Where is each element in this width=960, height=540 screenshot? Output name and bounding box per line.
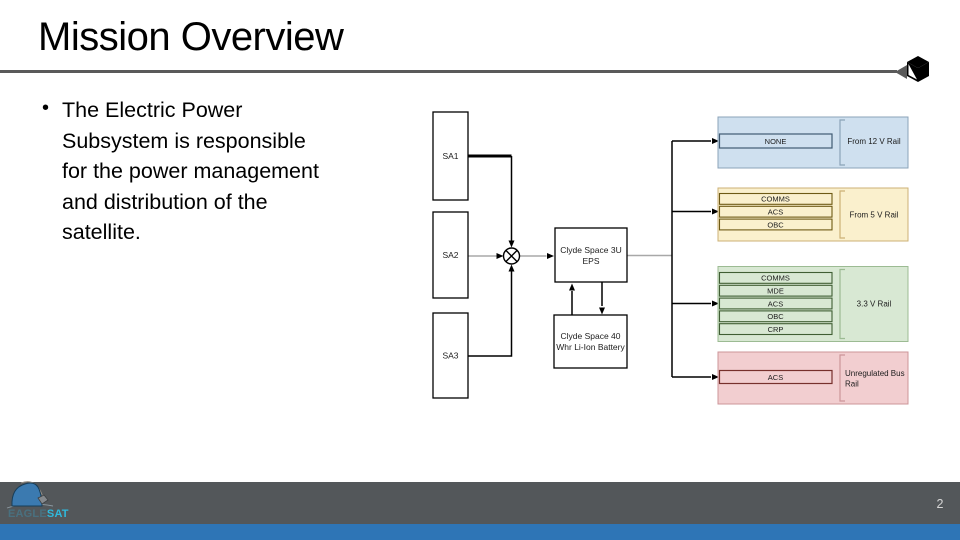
- battery-unit: Clyde Space 40 Whr Li-Ion Battery: [553, 314, 628, 369]
- logo-text-sat: SAT: [46, 508, 69, 520]
- rail-3v3-label: 3.3 V Rail: [857, 300, 892, 309]
- rail-12v-label: From 12 V Rail: [847, 137, 901, 146]
- sa3-box: [432, 312, 469, 399]
- bullet-glyph: •: [42, 97, 50, 119]
- bullet-line-2: Subsystem is responsible: [62, 128, 306, 153]
- rail-3v3-bracket: [839, 268, 845, 340]
- arrowhead-into-3v3: [712, 300, 719, 307]
- arrowhead-battery-up: [569, 283, 575, 291]
- solar-array-1: SA1: [432, 111, 469, 201]
- edge-sa3: [468, 271, 513, 357]
- rail-3v3-item-label: CRP: [768, 325, 784, 334]
- footer-bar: [0, 482, 960, 524]
- rail-5v-item-box: [718, 218, 833, 231]
- eps-box: [554, 227, 628, 283]
- sa2-box: [432, 211, 469, 299]
- rail-3v3-item-label: MDE: [767, 287, 784, 296]
- footer-accent-strip: [0, 524, 960, 540]
- arrowhead-down-junction: [508, 240, 515, 248]
- battery-box: [553, 314, 628, 369]
- sa1-label: SA1: [442, 151, 458, 161]
- arrowhead-into-5v: [712, 208, 719, 215]
- summing-junction-icon: [502, 247, 521, 265]
- rail-unreg-label-line1: Unregulated Bus: [845, 369, 905, 378]
- arrowhead-into-unreg: [712, 374, 719, 380]
- battery-label-line1: Clyde Space 40: [560, 331, 620, 341]
- rail-12v-item-label: NONE: [765, 137, 787, 146]
- solar-array-2: SA2: [432, 211, 469, 299]
- bullet-line-5: satellite.: [62, 220, 141, 244]
- cube-icon: [907, 56, 929, 82]
- arrowhead-into-eps: [547, 253, 554, 259]
- rail-5v-item-label: ACS: [768, 208, 783, 217]
- rail-unregulated-bus: Unregulated Bus Rail ACS: [717, 351, 909, 405]
- rail-3v3-item-box: [718, 297, 833, 310]
- cubesat-ornament: [895, 56, 929, 82]
- ornament-arrow-icon: [895, 65, 907, 79]
- solar-array-3: SA3: [432, 312, 469, 399]
- title-underline: [0, 70, 897, 73]
- rail-unreg-item-box: [718, 369, 833, 385]
- rail-3v3-item-box: [718, 284, 833, 297]
- rail-5v-item-box: [718, 205, 833, 218]
- arrowhead-into-12v: [712, 138, 719, 144]
- rail-unreg-item-label: ACS: [768, 373, 783, 382]
- diagram-connectors: [468, 138, 719, 380]
- sa2-label: SA2: [442, 250, 458, 260]
- rail-3v3: 3.3 V Rail COMMS MDE ACS OBC CRP: [717, 266, 909, 342]
- page-title: Mission Overview: [38, 15, 344, 59]
- bullet-text-block: • The Electric Power Subsystem is respon…: [40, 95, 412, 248]
- sa3-label: SA3: [442, 351, 458, 361]
- rail-3v3-item-box: [718, 310, 833, 323]
- rail-5v-item-box: [718, 192, 833, 205]
- bullet-line-4: and distribution of the: [62, 189, 268, 214]
- eps-unit: Clyde Space 3U EPS: [554, 227, 628, 283]
- rail-12v-bracket: [839, 119, 845, 166]
- rail-3v3-item-label: ACS: [768, 299, 783, 308]
- logo-text-eagle: EAGLE: [8, 508, 47, 520]
- rail-5v-bracket: [839, 190, 845, 239]
- sa1-box: [432, 111, 469, 201]
- eps-label-line1: Clyde Space 3U: [560, 245, 621, 255]
- arrowhead-battery-down: [599, 307, 605, 315]
- eaglesat-logo-text: EAGLESAT: [8, 508, 69, 520]
- bullet-line-3: for the power management: [62, 159, 319, 183]
- rail-3v3-item-label: OBC: [767, 312, 784, 321]
- rail-5v: From 5 V Rail COMMS ACS OBC: [717, 187, 909, 242]
- eps-label-line2: EPS: [582, 256, 599, 266]
- rail-12v-item-box: [718, 133, 833, 149]
- eaglesat-logo-icon: [6, 481, 54, 509]
- eps-block-diagram: SA1 SA2 SA3 Clyde Space 3U EPS Clyde Spa…: [432, 111, 909, 405]
- rail-3v3-item-box: [718, 323, 833, 336]
- rail-3v3-item-label: COMMS: [761, 274, 790, 283]
- rail-5v-item-label: COMMS: [761, 195, 790, 204]
- battery-label-line2: Whr Li-Ion Battery: [556, 342, 625, 352]
- rail-5v-label: From 5 V Rail: [850, 211, 899, 220]
- arrowhead-sa3-junction: [508, 264, 515, 272]
- page-number: 2: [936, 497, 944, 511]
- rail-12v: From 12 V Rail NONE: [717, 116, 909, 169]
- rail-unreg-label-line2: Rail: [845, 380, 859, 389]
- arrowhead-sa2-junction: [496, 253, 504, 259]
- rail-unreg-bracket: [839, 354, 845, 402]
- rail-3v3-item-box: [718, 271, 833, 284]
- bullet-line-1: The Electric Power: [62, 98, 243, 122]
- rail-5v-item-label: OBC: [767, 220, 784, 229]
